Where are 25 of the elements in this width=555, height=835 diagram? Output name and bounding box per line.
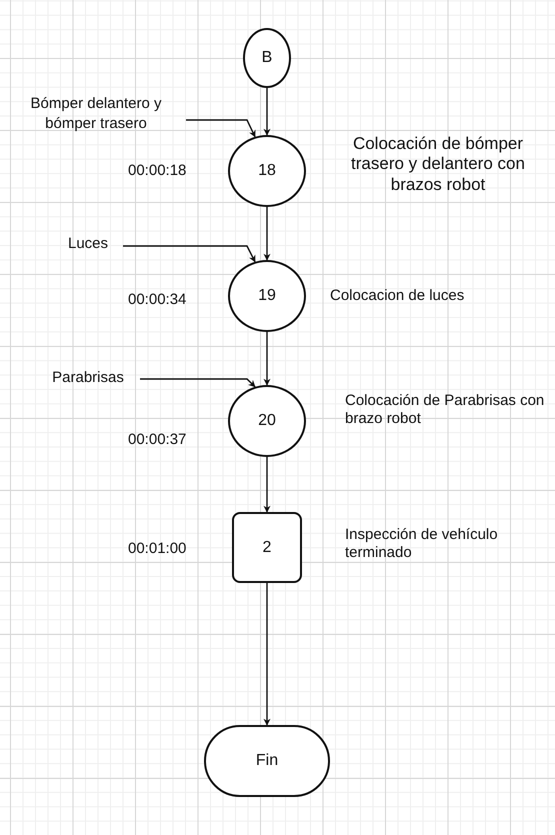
step-description: Colocación de bómper trasero y delantero con brazos robot: [350, 134, 526, 196]
inspection-box: 2: [232, 512, 302, 583]
arrow: [264, 332, 270, 386]
material-label: Parabrisas: [38, 368, 138, 388]
material-label: Luces: [55, 234, 121, 254]
connector-circle: B: [243, 28, 291, 88]
time-label: 00:00:34: [128, 291, 186, 308]
operation-circle: 18: [228, 135, 306, 207]
terminator-shape: Fin: [204, 725, 330, 797]
time-label: 00:00:18: [128, 162, 186, 179]
arrow: [264, 457, 270, 513]
step-description: Colocacion de luces: [330, 287, 466, 305]
arrow: [123, 245, 256, 262]
step-description: Colocación de Parabrisas con brazo robot: [345, 392, 546, 428]
time-label: 00:01:00: [128, 540, 186, 557]
arrow: [140, 378, 256, 388]
time-label: 00:00:37: [128, 431, 186, 448]
material-label: Bómper delantero y bómper trasero: [8, 94, 184, 133]
operation-circle: 19: [228, 260, 306, 332]
arrow: [264, 207, 270, 261]
arrow: [186, 119, 256, 138]
arrow: [264, 88, 270, 136]
arrow: [264, 583, 270, 726]
operation-circle: 20: [228, 385, 306, 457]
step-description: Inspección de vehículo terminado: [345, 526, 499, 562]
